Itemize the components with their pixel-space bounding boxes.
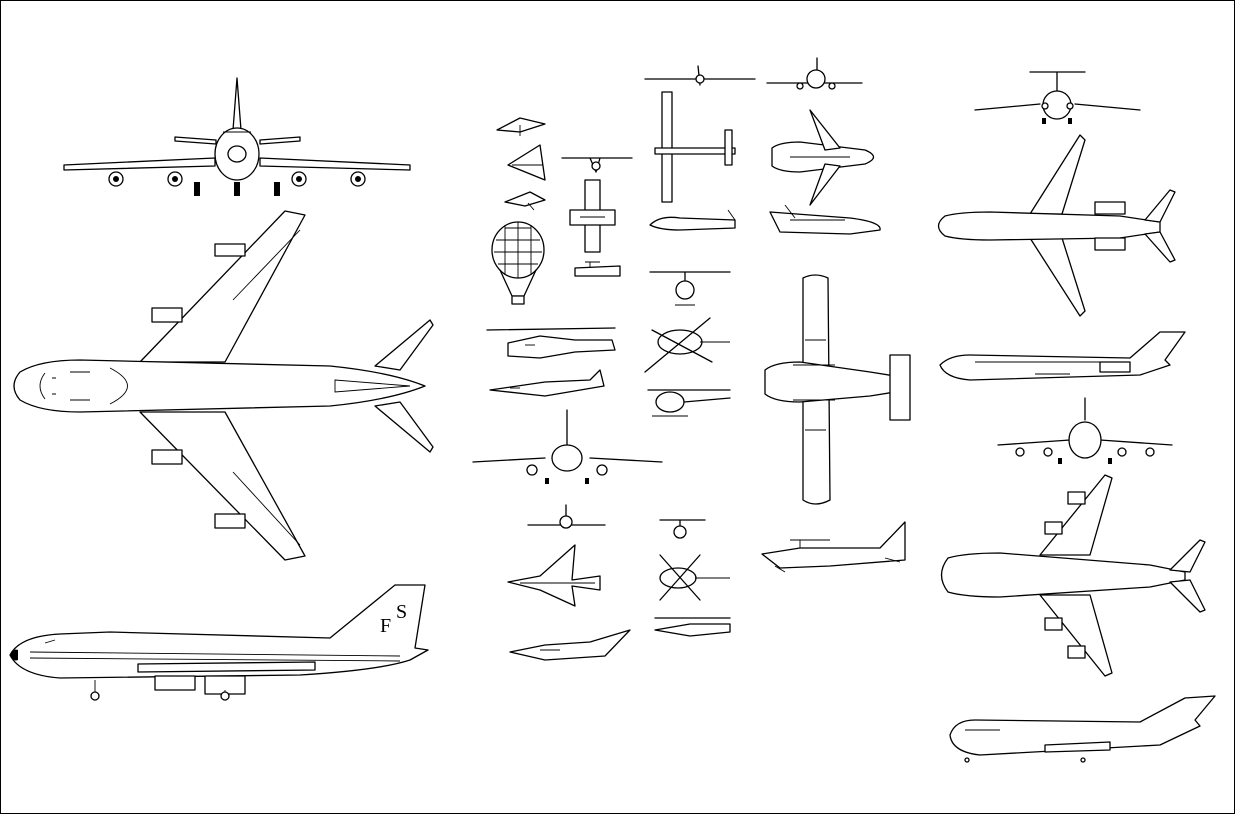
- sailplane-side: [649, 209, 736, 231]
- jumbo-jet-top-view: [13, 210, 434, 561]
- small-helicopter-front: [659, 519, 706, 539]
- business-jet-front: [766, 57, 863, 90]
- sailplane-front: [644, 65, 756, 86]
- small-biplane-front: [561, 157, 633, 173]
- small-biplane-top: [569, 179, 616, 253]
- tail-letter-f: F: [380, 615, 391, 637]
- sailplane-top: [654, 91, 736, 203]
- hot-air-balloon: [491, 221, 545, 305]
- airliner-front-small: [472, 409, 663, 484]
- jumbo-jet-front-view: [63, 77, 411, 196]
- helicopter-side: [647, 389, 731, 417]
- helicopter-front: [649, 271, 731, 306]
- utility-helicopter-side: [486, 327, 616, 359]
- trijet-front-view: [974, 71, 1141, 124]
- business-jet-side: [769, 204, 881, 235]
- widebody-front-view: [997, 397, 1173, 464]
- small-helicopter-top: [659, 554, 730, 601]
- trijet-side-view: [939, 331, 1186, 381]
- flying-boat-side-view: [761, 521, 906, 573]
- small-helicopter-side: [654, 617, 731, 637]
- small-biplane-side: [574, 261, 621, 277]
- fighter-jet-side-1: [489, 369, 605, 397]
- cargo-jet-side-view: [949, 695, 1216, 763]
- tail-letter-s: S: [396, 601, 407, 623]
- trijet-top-view: [937, 134, 1176, 317]
- fighter-jet-front: [527, 504, 606, 529]
- transport-plane-top-view: [764, 274, 911, 505]
- fighter-jet-side-2: [509, 629, 631, 661]
- hang-glider-2: [507, 144, 546, 181]
- hang-glider-3: [504, 191, 546, 211]
- jumbo-jet-side-view: F S: [9, 584, 429, 701]
- business-jet-top: [771, 109, 875, 206]
- helicopter-top: [644, 317, 730, 373]
- widebody-top-view: [940, 474, 1206, 677]
- hang-glider-1: [496, 117, 546, 136]
- fighter-jet-top: [507, 544, 601, 607]
